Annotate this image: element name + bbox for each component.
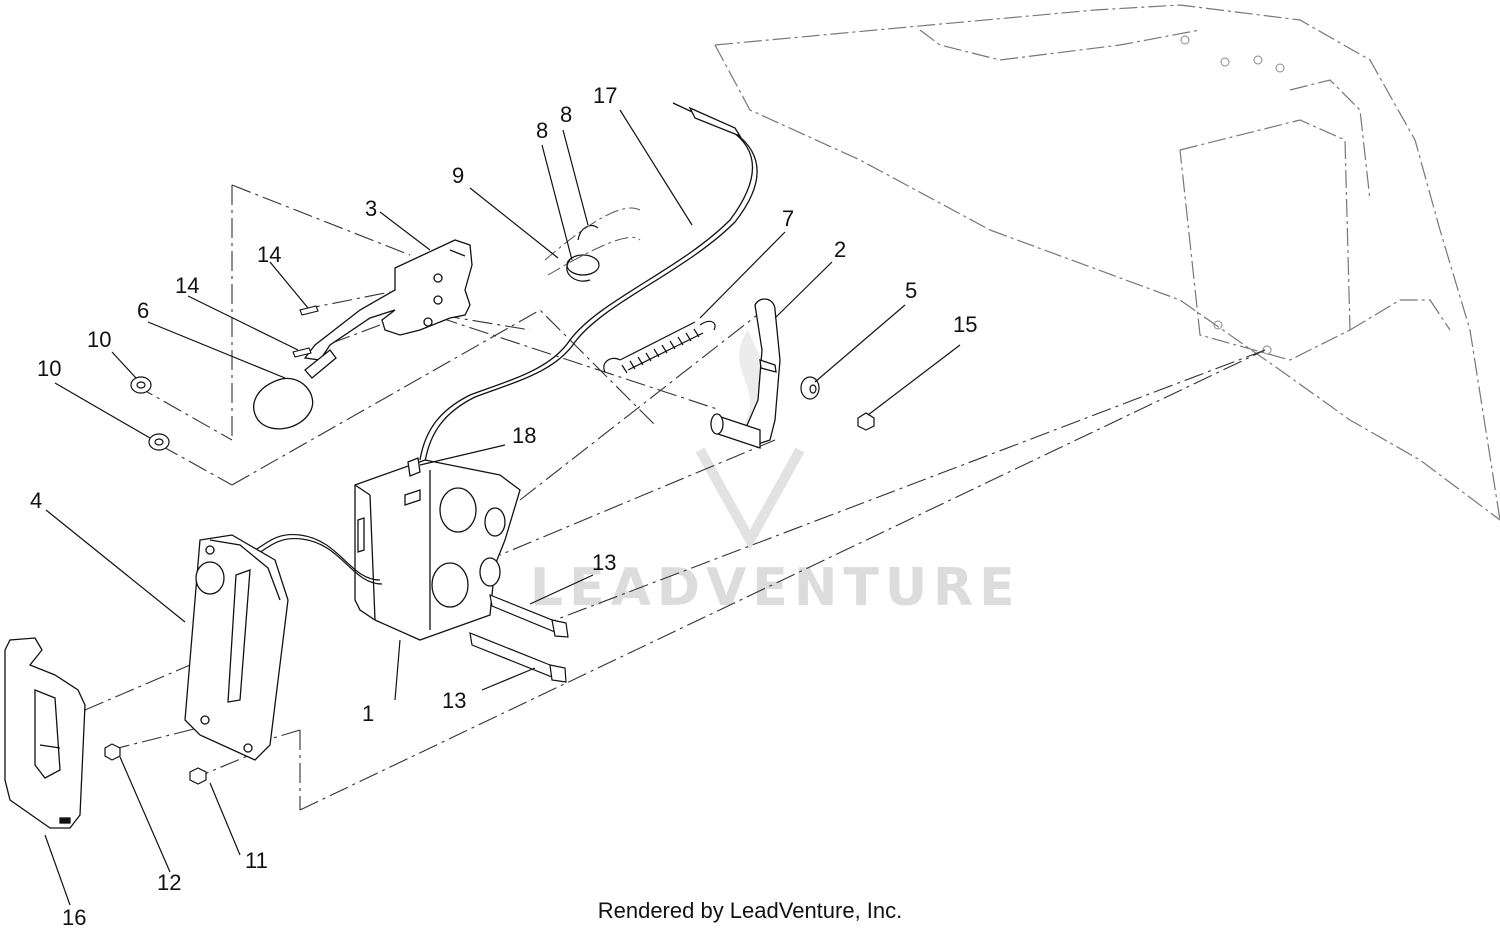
- mower-body-holes: [1180, 35, 1285, 355]
- callout-18: 18: [512, 423, 536, 448]
- part-5-washer: [800, 376, 820, 400]
- callout-3: 3: [365, 196, 377, 221]
- part-15-nut: [857, 412, 875, 431]
- part-14-pins: [292, 305, 319, 358]
- callout-14b: 14: [175, 273, 199, 298]
- part-10-nuts: [130, 376, 170, 451]
- footer-credit: Rendered by LeadVenture, Inc.: [597, 898, 903, 923]
- leader-lines: [44, 109, 961, 906]
- callout-17: 17: [593, 83, 617, 108]
- part-6-knob: [253, 349, 337, 430]
- callout-6: 6: [137, 298, 149, 323]
- part-4-plate: [184, 534, 289, 761]
- callout-15: 15: [953, 312, 977, 337]
- callout-10b: 10: [37, 356, 61, 381]
- mower-body-outline: [714, 4, 1500, 521]
- part-1-bracket: [354, 457, 521, 641]
- part-2-arm: [710, 298, 781, 449]
- phantom-lines: [84, 184, 1266, 811]
- callout-9: 9: [452, 163, 464, 188]
- part-17-cable: [419, 102, 758, 463]
- part-13-bolts: [469, 594, 569, 683]
- callout-13b: 13: [442, 688, 466, 713]
- part-11-12-bolts: [104, 743, 207, 785]
- callout-13a: 13: [592, 550, 616, 575]
- part-16-decal: [4, 637, 86, 829]
- callout-12: 12: [157, 870, 181, 895]
- callout-16: 16: [62, 905, 86, 930]
- callout-8a: 8: [536, 118, 548, 143]
- part-9-bracket-outline: [544, 207, 641, 276]
- callout-8b: 8: [560, 102, 572, 127]
- part-1-cable: [254, 533, 383, 585]
- callout-11: 11: [245, 848, 268, 873]
- callout-14a: 14: [257, 242, 281, 267]
- callout-10a: 10: [87, 327, 111, 352]
- part-9-clip: [566, 225, 600, 282]
- callout-2: 2: [834, 237, 846, 262]
- part-7-spring: [603, 320, 716, 374]
- callout-4: 4: [30, 488, 42, 513]
- callout-5: 5: [905, 278, 917, 303]
- callout-1: 1: [362, 701, 374, 726]
- part-3-lever-bracket: [303, 239, 473, 361]
- watermark-text: LEADVENTURE: [530, 558, 1021, 618]
- callout-7: 7: [782, 206, 794, 231]
